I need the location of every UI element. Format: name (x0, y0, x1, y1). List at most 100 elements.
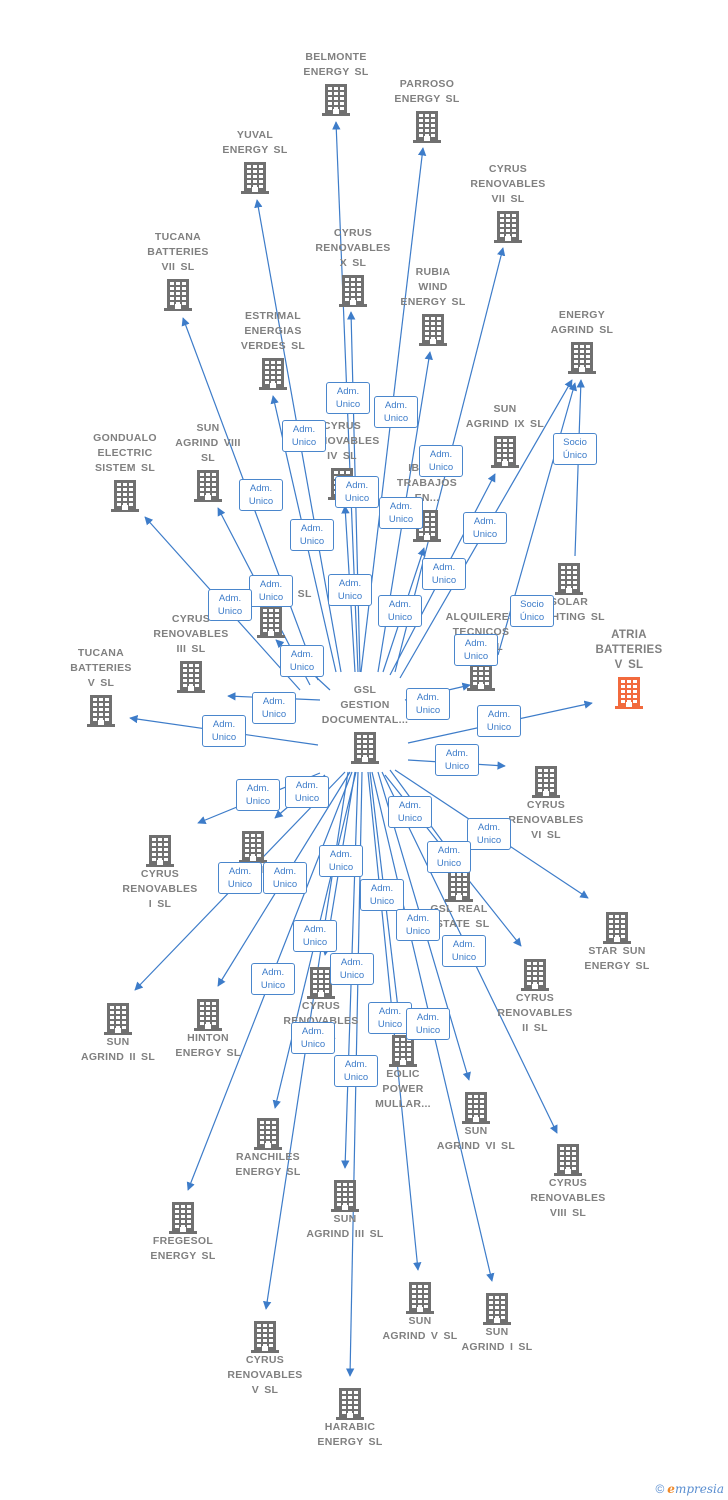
node-energyagrind[interactable]: ENERGY AGRIND SL (530, 308, 634, 374)
badge-line: Unico (476, 835, 502, 846)
node-hinton[interactable]: HINTON ENERGY SL (156, 995, 260, 1061)
adm-unico-badge[interactable]: Adm.Unico (374, 396, 418, 428)
node-sunagrind1[interactable]: SUN AGRIND I SL (445, 1289, 549, 1355)
node-fregesol[interactable]: FREGESOL ENERGY SL (131, 1198, 235, 1264)
node-ranchiles[interactable]: RANCHILES ENERGY SL (216, 1114, 320, 1180)
node-center[interactable]: GSL GESTION DOCUMENTAL... (313, 683, 417, 764)
adm-unico-badge[interactable]: Adm.Unico (368, 1002, 412, 1034)
brand-logo[interactable]: empresia (667, 1482, 724, 1496)
badge-line: Unico (248, 496, 274, 507)
node-cyrus6[interactable]: CYRUS RENOVABLES VI SL (494, 762, 598, 843)
node-tucana7[interactable]: TUCANA BATTERIES VII SL (126, 230, 230, 311)
badge-line: Único (562, 450, 588, 461)
node-cyrus5[interactable]: CYRUS RENOVABLES V SL (213, 1317, 317, 1398)
node-sunagrind3[interactable]: SUN AGRIND III SL (293, 1176, 397, 1242)
adm-unico-badge[interactable]: Adm. Unico (328, 574, 372, 606)
adm-unico-badge[interactable]: Adm.Unico (202, 715, 246, 747)
node-yuval[interactable]: YUVAL ENERGY SL (203, 128, 307, 194)
badge-line: Adm. (378, 1006, 402, 1017)
adm-unico-badge[interactable]: Adm.Unico (330, 953, 374, 985)
badge-line: Unico (405, 926, 431, 937)
adm-unico-badge[interactable]: Adm.Unico (251, 963, 295, 995)
adm-unico-badge[interactable]: Adm.Unico (218, 862, 262, 894)
adm-unico-badge[interactable]: Adm.Unico (282, 420, 326, 452)
badge-line: Socio (563, 437, 587, 448)
node-cyrus1[interactable]: CYRUS RENOVABLES I SL (108, 831, 212, 912)
adm-unico-badge[interactable]: Adm.Unico (208, 589, 252, 621)
badge-line: Adm. (452, 939, 476, 950)
node-realestate[interactable]: GSL REAL ESTATE SL (407, 866, 511, 932)
adm-unico-badge[interactable]: Adm.Unico (463, 512, 507, 544)
adm-unico-badge[interactable]: Adm.Unico (379, 497, 423, 529)
node-estrimal[interactable]: ESTRIMAL ENERGIAS VERDES SL (221, 309, 325, 390)
adm-unico-badge[interactable]: Adm.Unico (290, 519, 334, 551)
node-cyrus7[interactable]: CYRUS RENOVABLES VII SL (456, 162, 560, 243)
node-parroso[interactable]: PARROSO ENERGY SL (375, 77, 479, 143)
building-icon (462, 1092, 490, 1124)
badge-line: Adm. (262, 696, 286, 707)
adm-unico-badge[interactable]: Adm.Unico (293, 920, 337, 952)
adm-unico-badge[interactable]: Adm.Unico (442, 935, 486, 967)
adm-unico-badge[interactable]: Adm.Unico (427, 841, 471, 873)
node-cyrus10[interactable]: CYRUS RENOVABLES X SL (301, 226, 405, 307)
adm-unico-badge[interactable]: Adm.Unico (406, 1008, 450, 1040)
node-sunagrind2[interactable]: SUN AGRIND II SL (66, 999, 170, 1065)
adm-unico-badge[interactable]: Adm.Unico (326, 382, 370, 414)
adm-unico-badge[interactable]: Adm.Unico (291, 1022, 335, 1054)
adm-unico-badge[interactable]: Adm.Unico (335, 476, 379, 508)
node-eolic[interactable]: EOLIC POWER MULLAR... (351, 1031, 455, 1112)
node-rubia[interactable]: RUBIA WIND ENERGY SL (381, 265, 485, 346)
adm-unico-badge[interactable]: Adm.Unico (422, 558, 466, 590)
adm-unico-badge[interactable]: Adm.Unico (236, 779, 280, 811)
building-icon (104, 1003, 132, 1035)
node-sunagrind9[interactable]: SUN AGRIND IX SL (453, 402, 557, 468)
building-icon (239, 831, 267, 863)
node-label: GONDUALO ELECTRIC SISTEM SL (93, 432, 157, 474)
adm-unico-badge[interactable]: Adm.Unico (280, 645, 324, 677)
adm-unico-badge[interactable]: Adm.Unico (454, 634, 498, 666)
badge-line: Adm. (370, 883, 394, 894)
adm-unico-badge[interactable]: Adm.Unico (396, 909, 440, 941)
node-belmonte[interactable]: BELMONTE ENERGY SL (284, 50, 388, 116)
badge-line: Unico (227, 879, 253, 890)
badge-line: Unico (335, 399, 361, 410)
node-gondualo[interactable]: GONDUALO ELECTRIC SISTEM SL (73, 431, 177, 512)
adm-unico-badge[interactable]: Adm.Unico (435, 744, 479, 776)
adm-unico-badge[interactable]: Adm.Unico (406, 688, 450, 720)
adm-unico-badge[interactable]: Adm.Unico (334, 1055, 378, 1087)
badge-line: Único (519, 612, 545, 623)
adm-unico-badge[interactable]: Adm.Unico (477, 705, 521, 737)
adm-unico-badge[interactable]: Adm.Unico (467, 818, 511, 850)
adm-unico-badge[interactable]: Adm.Unico (239, 479, 283, 511)
adm-unico-badge[interactable]: Adm.Unico (419, 445, 463, 477)
node-cyrus3[interactable]: CYRUS RENOVABLES III SL (139, 612, 243, 693)
node-atria[interactable]: ATRIA BATTERIES V SL (577, 628, 681, 709)
badge-line: Adm. (303, 924, 327, 935)
badge-line: Unico (436, 858, 462, 869)
node-sunagrind8[interactable]: SUN AGRIND VIII SL (156, 421, 260, 502)
building-icon (336, 1388, 364, 1420)
adm-unico-badge[interactable]: Adm.Unico (249, 575, 293, 607)
adm-unico-badge[interactable]: Adm.Unico (360, 879, 404, 911)
adm-unico-badge[interactable]: Adm.Unico (252, 692, 296, 724)
adm-unico-badge[interactable]: Adm.Unico (285, 776, 329, 808)
adm-unico-badge[interactable]: Adm.Unico (263, 862, 307, 894)
node-cyrus8[interactable]: CYRUS RENOVABLES VIII SL (516, 1140, 620, 1221)
node-starsun[interactable]: STAR SUN ENERGY SL (565, 908, 669, 974)
building-icon (483, 1293, 511, 1325)
adm-unico-badge[interactable]: Adm.Unico (388, 796, 432, 828)
building-icon (169, 1202, 197, 1234)
badge-line: Adm. (338, 578, 362, 589)
node-sunagrind6[interactable]: SUN AGRIND VI SL (424, 1088, 528, 1154)
node-label: CYRUS RENOVABLES II SL (497, 992, 573, 1034)
adm-unico-badge[interactable]: Adm.Unico (378, 595, 422, 627)
node-sunagrind5[interactable]: SUN AGRIND V SL (368, 1278, 472, 1344)
badge-line: Unico (337, 591, 363, 602)
adm-unico-badge[interactable]: Adm.Unico (319, 845, 363, 877)
node-harabic[interactable]: HARABIC ENERGY SL (298, 1384, 402, 1450)
node-tucana5[interactable]: TUCANA BATTERIES V SL (49, 646, 153, 727)
node-cyrus2[interactable]: CYRUS RENOVABLES II SL (483, 955, 587, 1036)
badge-line: Adm. (416, 692, 440, 703)
